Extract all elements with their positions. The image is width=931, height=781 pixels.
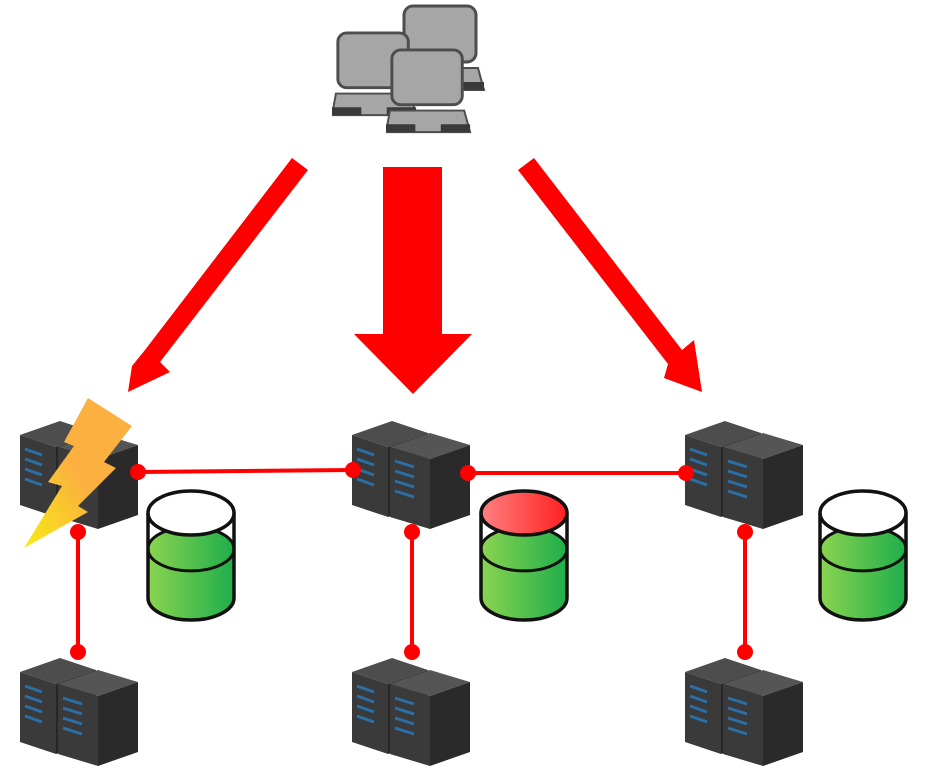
server-icon-secondary-3[interactable] (685, 656, 805, 768)
links (76, 468, 747, 652)
server-icon-primary-3[interactable] (685, 419, 805, 531)
server-icon-primary-2[interactable] (352, 419, 472, 531)
request-arrows (128, 158, 702, 394)
storage-cylinder-2[interactable] (479, 489, 569, 622)
storage-fill (146, 525, 236, 622)
server-icon-secondary-2[interactable] (352, 656, 472, 768)
storage-units (146, 489, 908, 622)
storage-top (146, 489, 236, 537)
lightning-icon (24, 398, 132, 548)
server-icon-secondary-1[interactable] (20, 656, 140, 768)
storage-fill (818, 525, 908, 622)
storage-cylinder-1[interactable] (146, 489, 236, 622)
arrow-left (128, 158, 308, 392)
storage-cylinder-3[interactable] (818, 489, 908, 622)
link-1-2 (137, 468, 354, 474)
storage-fill (479, 525, 569, 622)
client-laptops (332, 4, 486, 134)
arrow-right (518, 158, 702, 392)
storage-top (818, 489, 908, 537)
storage-top (479, 489, 569, 537)
link-endpoints (70, 462, 753, 660)
laptop-icon (386, 48, 472, 134)
arrow-center (354, 167, 472, 394)
